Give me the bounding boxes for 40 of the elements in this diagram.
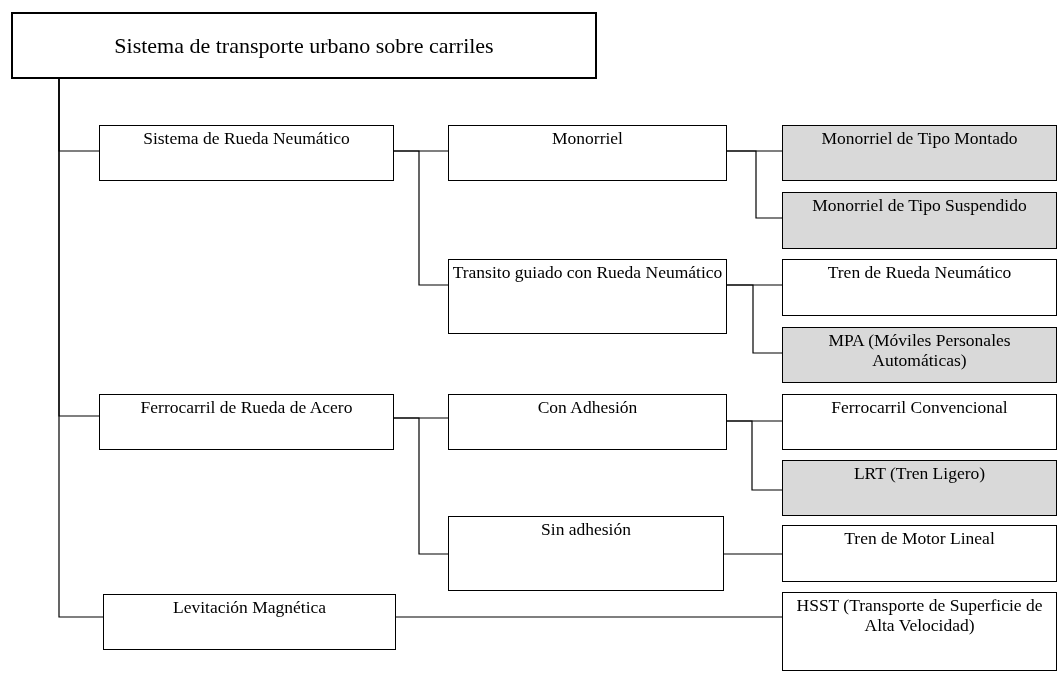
node-label: MPA (Móviles Personales Automáticas): [827, 330, 1012, 371]
node-label: Con Adhesión: [536, 397, 639, 418]
category-box: [103, 594, 396, 650]
connector-line: [393, 417, 449, 555]
node-label: Monorriel de Tipo Montado: [820, 128, 1019, 149]
connector-line: [726, 284, 783, 354]
category-box: [782, 394, 1057, 450]
node-label: Ferrocarril Convencional: [830, 397, 1009, 418]
node-label: LRT (Tren Ligero): [852, 463, 987, 484]
connector-line: [395, 616, 783, 618]
root-box: [11, 12, 597, 79]
node-label: Sistema de transporte urbano sobre carriles: [114, 32, 494, 59]
node-label: Monorriel: [551, 128, 624, 149]
category-box: [448, 516, 724, 591]
node-label: Transito guiado con Rueda Neumático: [452, 262, 723, 283]
category-box: [448, 259, 727, 334]
node-label: Ferrocarril de Rueda de Acero: [139, 397, 354, 418]
connector-line: [723, 553, 783, 555]
node-label: Tren de Rueda Neumático: [826, 262, 1013, 283]
category-box: [99, 125, 394, 181]
node-label: Tren de Motor Lineal: [843, 528, 996, 549]
category-box: [448, 394, 727, 450]
connector-line: [726, 420, 783, 491]
category-box: [782, 460, 1057, 516]
category-box: [782, 192, 1057, 249]
category-box: [99, 394, 394, 450]
category-box: [448, 125, 727, 181]
node-label: Sin adhesión: [540, 519, 632, 540]
category-box: [782, 259, 1057, 316]
connector-line: [58, 78, 104, 618]
node-label: Monorriel de Tipo Suspendido: [811, 195, 1028, 216]
node-label: HSST (Transporte de Superficie de Alta Velocidad): [795, 595, 1044, 636]
category-box: [782, 525, 1057, 582]
category-box: [782, 592, 1057, 671]
node-label: Sistema de Rueda Neumático: [142, 128, 351, 149]
connector-line: [393, 150, 449, 286]
node-label: Levitación Magnética: [171, 597, 328, 618]
connector-line: [726, 150, 783, 219]
category-box: [782, 327, 1057, 383]
category-box: [782, 125, 1057, 181]
